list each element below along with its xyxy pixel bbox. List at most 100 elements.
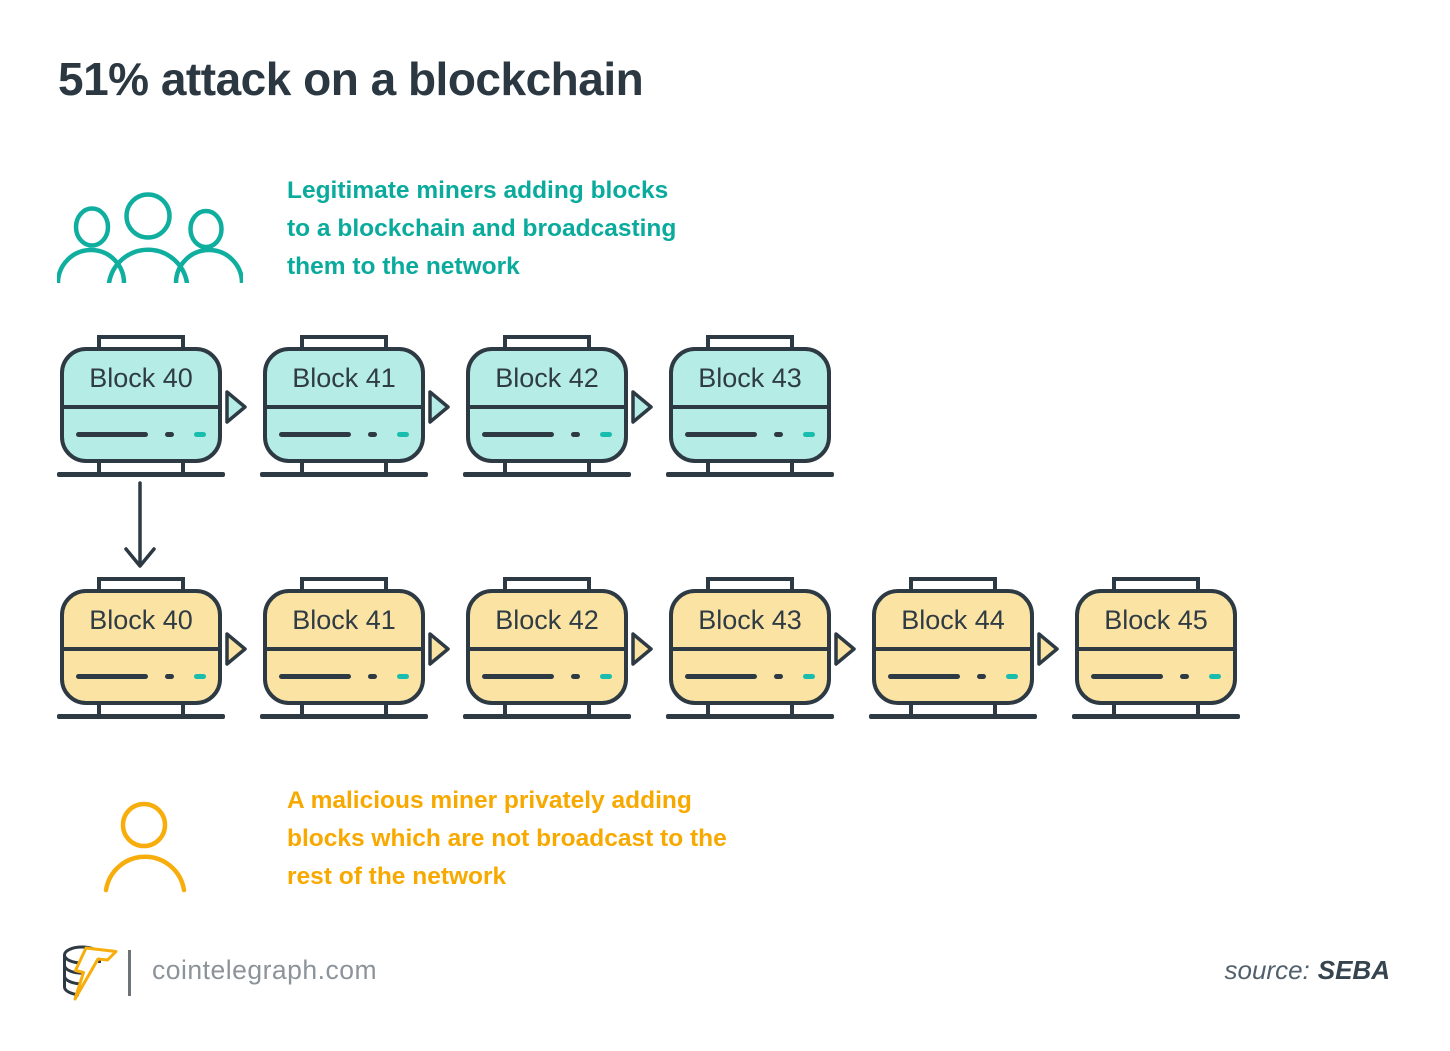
block-body: Block 40	[60, 589, 222, 705]
block-bottom-connector	[300, 705, 388, 714]
block-label: Block 43	[698, 362, 802, 393]
downward-fork-arrow-icon	[124, 481, 156, 568]
block-body: Block 41	[263, 347, 425, 463]
block-baseline	[57, 472, 225, 477]
private-block-43: Block 43	[666, 577, 856, 719]
hash-dash	[165, 673, 174, 679]
block-body: Block 40	[60, 347, 222, 463]
hash-dash	[279, 431, 351, 437]
site-name: cointelegraph.com	[152, 955, 378, 985]
chain-link-arrow-icon	[428, 390, 450, 424]
hash-dash-accent	[803, 431, 815, 437]
block-baseline	[260, 472, 428, 477]
hash-dash	[685, 673, 757, 679]
block-hash-row	[470, 409, 624, 459]
caption-line: blocks which are not broadcast to the	[287, 825, 727, 852]
block-body: Block 43	[669, 347, 831, 463]
hash-dash	[977, 673, 986, 679]
hash-dash-accent	[194, 673, 206, 679]
block-bottom-connector	[97, 705, 185, 714]
caption-line: rest of the network	[287, 863, 507, 890]
block-bottom-connector	[300, 463, 388, 472]
chain-link-arrow-icon	[631, 632, 653, 666]
block-baseline	[869, 714, 1037, 719]
block-label: Block 40	[89, 362, 193, 393]
block-body: Block 45	[1075, 589, 1237, 705]
block-label: Block 40	[89, 604, 193, 635]
hash-dash	[888, 673, 960, 679]
hash-dash	[482, 673, 554, 679]
public-block-40: Block 40	[57, 335, 247, 477]
chain-link-arrow-icon	[1037, 632, 1059, 666]
hash-dash	[1091, 673, 1163, 679]
chain-link-arrow-icon	[428, 632, 450, 666]
block-bottom-connector	[503, 705, 591, 714]
block-bottom-connector	[97, 463, 185, 472]
block-hash-row	[64, 651, 218, 701]
hash-dash	[165, 431, 174, 437]
hash-dash-accent	[397, 673, 409, 679]
caption-line: them to the network	[287, 253, 520, 280]
hash-dash-accent	[803, 673, 815, 679]
hash-dash-accent	[600, 673, 612, 679]
source-name: SEBA	[1317, 955, 1390, 985]
block-hash-row	[673, 651, 827, 701]
block-label: Block 44	[901, 604, 1005, 635]
block-label: Block 42	[495, 604, 599, 635]
block-hash-row	[1079, 651, 1233, 701]
public-block-41: Block 41	[260, 335, 450, 477]
block-hash-row	[267, 409, 421, 459]
block-bottom-connector	[1112, 705, 1200, 714]
block-hash-row	[876, 651, 1030, 701]
caption-line: Legitimate miners adding blocks	[287, 177, 669, 204]
block-label: Block 43	[698, 604, 802, 635]
block-hash-row	[267, 651, 421, 701]
chain-link-arrow-icon	[225, 632, 247, 666]
block-hash-row	[64, 409, 218, 459]
malicious-miner-caption: A malicious miner privately adding block…	[287, 782, 727, 896]
hash-dash-accent	[600, 431, 612, 437]
block-baseline	[1072, 714, 1240, 719]
public-block-43: Block 43	[666, 335, 834, 477]
hash-dash	[76, 431, 148, 437]
block-baseline	[666, 472, 834, 477]
hash-dash	[774, 673, 783, 679]
block-body: Block 43	[669, 589, 831, 705]
block-body: Block 42	[466, 589, 628, 705]
hash-dash	[368, 673, 377, 679]
hash-dash	[1180, 673, 1189, 679]
block-bottom-connector	[503, 463, 591, 472]
miners-group-icon	[57, 192, 243, 283]
source-credit: source:SEBA	[1224, 955, 1390, 986]
hash-dash	[279, 673, 351, 679]
hash-dash-accent	[1209, 673, 1221, 679]
cointelegraph-logo-icon	[63, 945, 118, 1001]
hash-dash	[685, 431, 757, 437]
private-block-44: Block 44	[869, 577, 1059, 719]
caption-line: A malicious miner privately adding	[287, 787, 692, 814]
legitimate-miners-caption: Legitimate miners adding blocks to a blo…	[287, 172, 676, 286]
page-title: 51% attack on a blockchain	[58, 53, 644, 105]
hash-dash	[571, 673, 580, 679]
block-label: Block 42	[495, 362, 599, 393]
block-label: Block 45	[1104, 604, 1208, 635]
block-baseline	[57, 714, 225, 719]
hash-dash	[368, 431, 377, 437]
hash-dash	[774, 431, 783, 437]
hash-dash-accent	[1006, 673, 1018, 679]
malicious-miner-icon	[103, 801, 187, 893]
hash-dash	[571, 431, 580, 437]
block-label: Block 41	[292, 362, 396, 393]
public-block-42: Block 42	[463, 335, 653, 477]
block-bottom-connector	[706, 705, 794, 714]
caption-line: to a blockchain and broadcasting	[287, 215, 677, 242]
private-block-45: Block 45	[1072, 577, 1240, 719]
private-block-40: Block 40	[57, 577, 247, 719]
block-body: Block 42	[466, 347, 628, 463]
block-bottom-connector	[909, 705, 997, 714]
hash-dash-accent	[194, 431, 206, 437]
chain-link-arrow-icon	[631, 390, 653, 424]
footer-divider	[128, 950, 131, 996]
hash-dash-accent	[397, 431, 409, 437]
